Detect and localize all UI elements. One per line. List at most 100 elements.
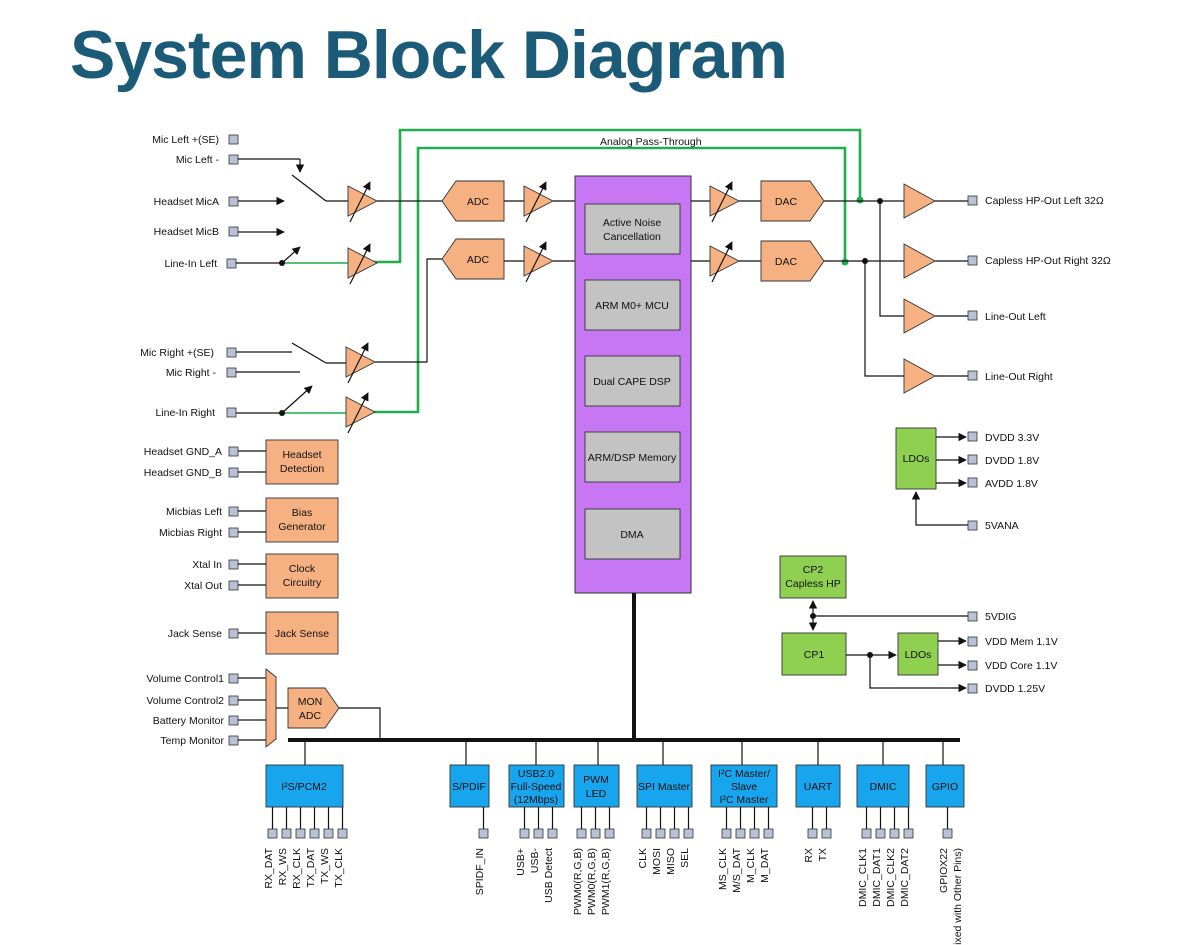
pin bbox=[226, 258, 237, 269]
dvdd33-label: DVDD 3.3V bbox=[985, 432, 1039, 444]
output-drivers bbox=[903, 183, 936, 394]
pin bbox=[519, 828, 530, 839]
pin-label: PWM0(R,G,B) bbox=[586, 848, 598, 915]
ldos-label-1: LDOs bbox=[903, 453, 930, 465]
bias-generator-label-2: Generator bbox=[278, 521, 326, 533]
dual-cape-block bbox=[584, 355, 681, 407]
pin-label: MOSI bbox=[651, 848, 663, 875]
dmic-block bbox=[856, 764, 910, 808]
clock-circuitry: Xtal In Xtal Out Clock Circuitry bbox=[184, 553, 339, 599]
anc-label-1: Active Noise bbox=[603, 217, 662, 229]
mic-right-neg-label: Mic Right - bbox=[166, 367, 217, 379]
spi-label: SPI Master bbox=[638, 781, 690, 793]
bottom-pin-stubs bbox=[267, 807, 953, 839]
pin-label: USB+ bbox=[515, 848, 527, 876]
pin bbox=[721, 828, 732, 839]
dvdd125-label: DVDD 1.25V bbox=[985, 683, 1045, 695]
monitor-inputs: Volume Control1 Volume Control2 Battery … bbox=[146, 668, 288, 748]
spdif-block bbox=[449, 764, 490, 808]
pin bbox=[228, 196, 239, 207]
jack-sense-pin-label: Jack Sense bbox=[168, 628, 222, 640]
pin-label: RX_WS bbox=[277, 848, 289, 885]
battery-monitor-label: Battery Monitor bbox=[153, 715, 225, 727]
jack-sense-block-label: Jack Sense bbox=[275, 628, 329, 640]
analog-pass-through-path bbox=[282, 128, 864, 414]
pin bbox=[228, 134, 239, 145]
output-wiring bbox=[824, 198, 968, 377]
pin bbox=[281, 828, 292, 839]
mon-adc-label-2: ADC bbox=[299, 710, 322, 722]
pin bbox=[735, 828, 746, 839]
arm-mcu-block bbox=[584, 279, 681, 331]
cp2-label-1: CP2 bbox=[803, 564, 824, 576]
pin bbox=[861, 828, 872, 839]
pin-label: CLK bbox=[637, 848, 649, 868]
anc-block bbox=[584, 203, 681, 255]
digital-ldos: LDOs VDD Mem 1.1V VDD Core 1.1V bbox=[897, 632, 1058, 676]
gpio-label: GPIO bbox=[932, 781, 958, 793]
pin-label: SPIDF_IN bbox=[474, 848, 486, 895]
line-out-right-label: Line-Out Right bbox=[985, 371, 1053, 383]
pin-label: M/S_DAT bbox=[731, 847, 743, 892]
i2s-label: I²S/PCM2 bbox=[281, 781, 327, 793]
pin bbox=[641, 828, 652, 839]
jack-sense: Jack Sense Jack Sense bbox=[168, 611, 339, 655]
pin bbox=[228, 226, 239, 237]
pin-label: TX bbox=[817, 848, 829, 861]
adc-left-label: ADC bbox=[467, 196, 490, 208]
pin-label: GPIOX22 bbox=[938, 848, 950, 893]
pin bbox=[807, 828, 818, 839]
pin bbox=[226, 407, 237, 418]
pin-label: SEL bbox=[679, 848, 691, 868]
xtal-in-label: Xtal In bbox=[192, 559, 222, 571]
analog-ldos: LDOs DVDD 3.3V DVDD 1.8V AVDD 1.8V 5VANA bbox=[895, 427, 1039, 532]
output-pins: Capless HP-Out Left 32Ω Capless HP-Out R… bbox=[967, 195, 1111, 383]
pin bbox=[226, 347, 237, 358]
pin-label: M_CLK bbox=[745, 848, 757, 883]
dual-cape-label: Dual CAPE DSP bbox=[593, 376, 671, 388]
pin bbox=[821, 828, 832, 839]
clock-circuitry-label-2: Circuitry bbox=[283, 577, 322, 589]
cp1-label: CP1 bbox=[804, 649, 825, 661]
pin bbox=[533, 828, 544, 839]
interface-blocks: I²S/PCM2 S/PDIF USB2.0 Full-Speed (12Mbp… bbox=[265, 764, 965, 808]
pin bbox=[576, 828, 587, 839]
memory-label: ARM/DSP Memory bbox=[588, 452, 677, 464]
usb-label-3: (12Mbps) bbox=[514, 794, 558, 806]
pin bbox=[295, 828, 306, 839]
bias-generator: Micbias Left Micbias Right Bias Generato… bbox=[159, 497, 339, 543]
adc-left: ADC bbox=[441, 180, 505, 222]
uart-label: UART bbox=[804, 781, 833, 793]
pin bbox=[942, 828, 953, 839]
pga-to-adc-wiring bbox=[375, 200, 442, 363]
pin-label: M_DAT bbox=[759, 847, 771, 882]
pin bbox=[478, 828, 489, 839]
pin-label: RX bbox=[803, 848, 815, 863]
pin-label: DMIC_CLK1 bbox=[857, 848, 869, 907]
pwm-label-2: LED bbox=[586, 788, 607, 800]
ldos-label-2: LDOs bbox=[905, 649, 932, 661]
pin bbox=[683, 828, 694, 839]
line-in-left-label: Line-In Left bbox=[164, 258, 217, 270]
pwm-label-1: PWM bbox=[583, 774, 609, 786]
pin-label: DMIC_DAT2 bbox=[899, 848, 911, 907]
usb-label-1: USB2.0 bbox=[518, 768, 554, 780]
anc-label-2: Cancellation bbox=[603, 231, 661, 243]
cp2-label-2: Capless HP bbox=[785, 578, 840, 590]
headset-mica-label: Headset MicA bbox=[154, 196, 219, 208]
pin bbox=[226, 367, 237, 378]
dac-right: DAC bbox=[760, 240, 825, 282]
i2c-block bbox=[710, 764, 778, 808]
hp-left-label: Capless HP-Out Left 32Ω bbox=[985, 195, 1104, 207]
vdig-label: 5VDIG bbox=[985, 611, 1017, 623]
pin bbox=[267, 828, 278, 839]
arm-mcu-label: ARM M0+ MCU bbox=[595, 300, 669, 312]
pin-label: USB- bbox=[529, 848, 541, 874]
pin bbox=[590, 828, 601, 839]
i2c-label-2: Slave bbox=[731, 781, 757, 793]
headset-gnd-b-label: Headset GND_B bbox=[144, 467, 222, 479]
dac-right-label: DAC bbox=[775, 256, 798, 268]
avdd18-label: AVDD 1.8V bbox=[985, 478, 1038, 490]
pin bbox=[749, 828, 760, 839]
